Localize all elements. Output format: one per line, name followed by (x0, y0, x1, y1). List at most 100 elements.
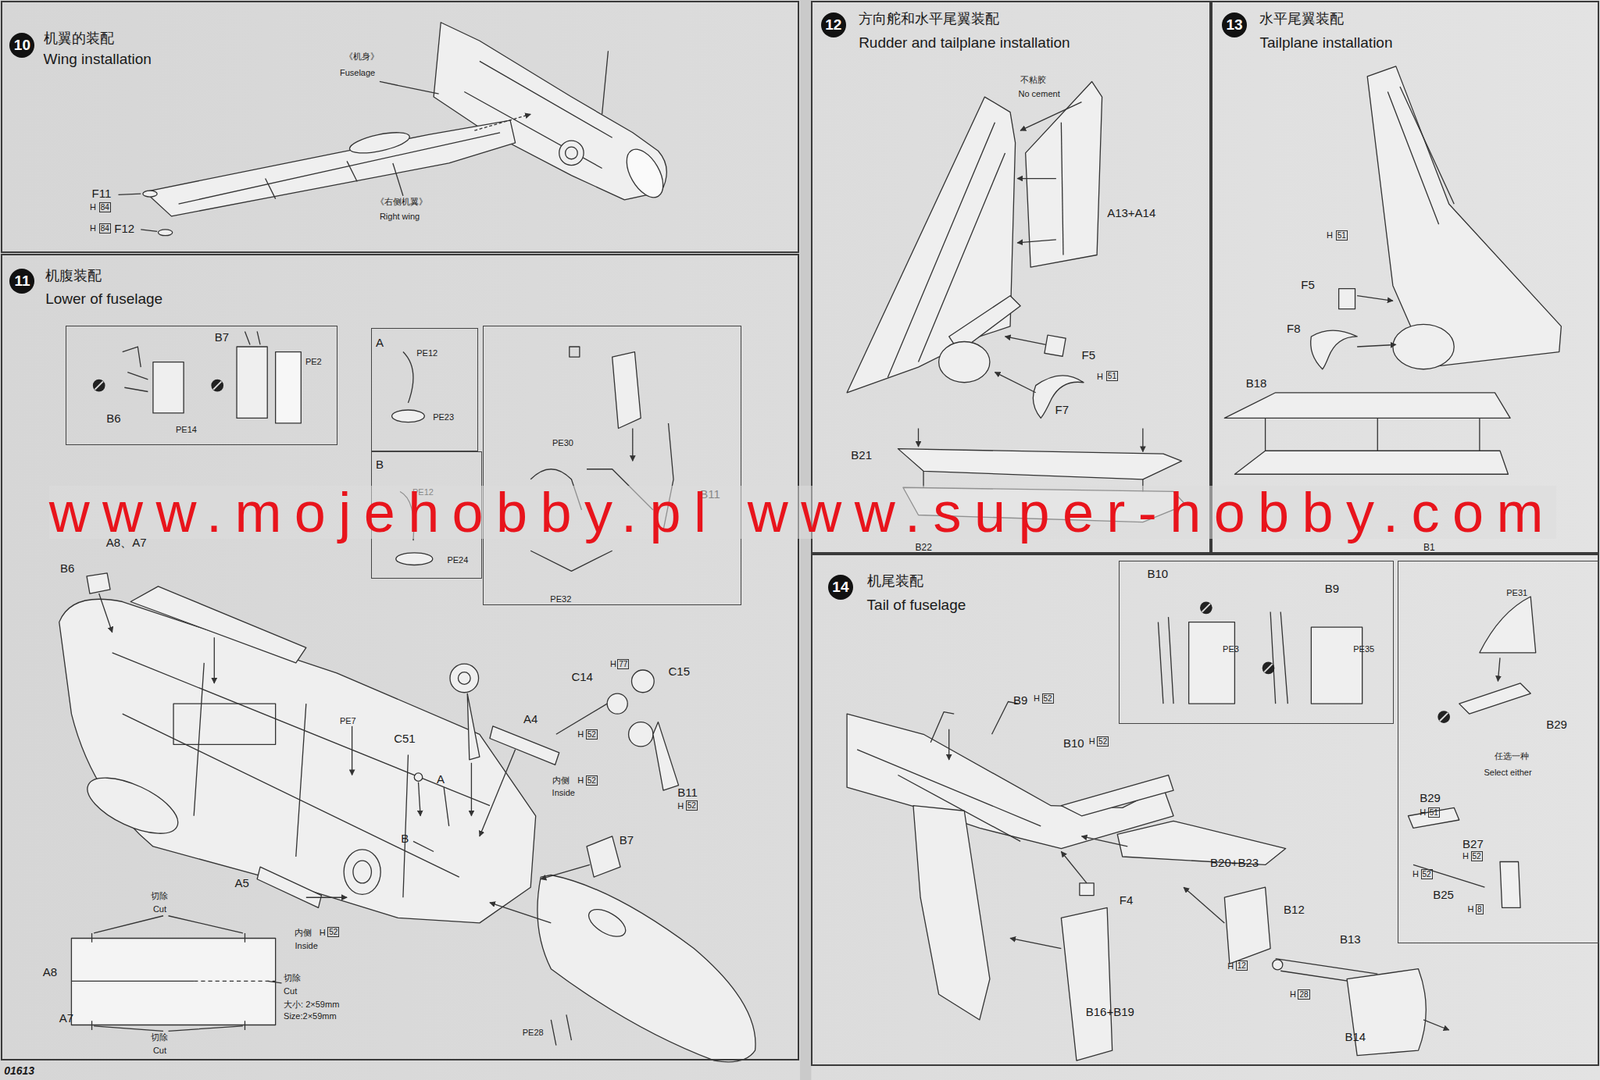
note-label: H (1467, 905, 1475, 915)
part-label: B18 (1246, 377, 1268, 390)
step-title: Tail of fuselage (867, 597, 967, 614)
note-label-zh: 切除 (150, 1033, 168, 1043)
part-label: F12 (114, 222, 135, 236)
part-label: F8 (1286, 322, 1301, 336)
part-label: C51 (393, 732, 416, 746)
line-art (59, 22, 1562, 1063)
note-label: H (1089, 737, 1096, 747)
note-label: Fuselage (339, 68, 375, 79)
paint-code: 51 (1428, 807, 1440, 818)
part-label: B7 (619, 834, 634, 847)
step-panel: 12 方向舵和水平尾翼装配 Rudder and tailplane install… (810, 0, 1211, 554)
paint-code: 8 (1475, 904, 1484, 915)
part-label: A13+A14 (1107, 207, 1156, 220)
step-panel: 14机尾装配Tail of fuselageB10B9PE3PE35PE31B2… (810, 553, 1599, 1067)
part-label: F4 (1119, 894, 1134, 908)
note-label: PE35 (1353, 645, 1375, 655)
step-title: Wing installation (43, 51, 152, 68)
part-label: B1 (1423, 542, 1436, 554)
note-label: H (577, 776, 584, 786)
note-label: No cement (1018, 89, 1061, 100)
page-number: 01613 (3, 1065, 35, 1078)
step-number: 14 (828, 575, 854, 600)
note-label: PE23 (432, 413, 454, 423)
part-label: B7 (214, 331, 229, 344)
note-label: H (1096, 372, 1104, 383)
part-label: B27 (1462, 838, 1484, 851)
note-label: H (577, 730, 584, 740)
step-title: Rudder and tailplane installation (858, 35, 1070, 51)
note-label-zh: 内侧 (552, 776, 570, 786)
part-label: B20+B23 (1210, 857, 1259, 870)
step-title-zh: 机翼的装配 (43, 31, 115, 47)
part-label: B16+B19 (1085, 1006, 1135, 1019)
note-label: Right wing (379, 212, 420, 222)
part-label: B (400, 832, 409, 846)
note-label: PE2 (305, 357, 322, 368)
paint-code: 52 (585, 775, 598, 786)
paint-code: 51 (1106, 371, 1118, 382)
step-title-zh: 机尾装配 (867, 574, 924, 590)
note-label: H (89, 203, 97, 213)
note-label: Inside (552, 789, 575, 799)
paint-code: 52 (1042, 693, 1054, 704)
part-label: A4 (523, 713, 538, 726)
page-fold (800, 0, 811, 1080)
paint-code: 52 (1421, 869, 1433, 880)
step-number: 13 (1221, 12, 1247, 38)
step-number: 11 (9, 268, 35, 294)
note-label: H (1412, 870, 1419, 880)
step-title-zh: 水平尾翼装配 (1259, 11, 1344, 27)
note-label: PE31 (1506, 589, 1528, 599)
part-label: A5 (234, 877, 249, 890)
note-label-zh: 任选一种 (1494, 752, 1529, 762)
note-label: H (1227, 962, 1234, 972)
note-label-zh: 不粘胶 (1020, 75, 1047, 86)
part-label: B29 (1546, 718, 1568, 732)
note-label: 大小: 2×59mm (283, 1000, 340, 1011)
paint-code: 52 (585, 729, 598, 740)
note-label: PE28 (522, 1028, 544, 1039)
detail-inset: PE31B29任选一种Select eitherB29H51B27H52H52B… (1397, 560, 1600, 944)
note-label: H (319, 928, 326, 939)
note-label: PE24 (446, 556, 468, 566)
paint-code: 51 (1335, 230, 1348, 241)
note-label: Cut (153, 1046, 167, 1057)
note-label: H (1419, 808, 1426, 818)
part-label: B29 (1419, 792, 1441, 805)
note-label: Select either (1483, 768, 1532, 779)
part-label: B9 (1013, 694, 1028, 708)
step-number: 10 (9, 32, 35, 58)
part-label: B13 (1339, 933, 1361, 947)
step-title: Tailplane installation (1259, 35, 1393, 51)
note-label: Cut (283, 987, 297, 997)
part-label: B21 (850, 449, 872, 462)
part-label: B11 (677, 786, 698, 800)
note-label: PE12 (416, 349, 438, 359)
note-label-zh: 内侧 (294, 928, 312, 939)
detail-inset: APE12PE23 (371, 328, 479, 452)
paint-code: 84 (99, 202, 111, 213)
paint-code: 52 (1471, 851, 1483, 862)
note-label: H (1289, 990, 1297, 1000)
note-label: H (89, 224, 97, 234)
note-label: PE3 (1222, 645, 1240, 655)
watermark: www.mojehobby.pl www.super-hobby.com (49, 485, 1557, 540)
note-label: PE14 (175, 425, 197, 436)
note-label: PE30 (552, 439, 574, 449)
note-label: Size:2×59mm (283, 1012, 337, 1022)
note-label-zh: 切除 (283, 974, 301, 984)
detail-inset: PE30B11PE32 (482, 325, 741, 606)
note-label-zh: 切除 (150, 892, 168, 902)
note-label: Cut (153, 905, 167, 915)
step-panel: 13 水平尾翼装配 Tailplane installation (1210, 0, 1599, 554)
part-label: F5 (1081, 349, 1096, 362)
part-label: A7 (59, 1012, 74, 1025)
paint-code: 52 (327, 927, 340, 938)
part-label: A8 (42, 966, 58, 979)
paint-code: 52 (685, 800, 698, 811)
step-title: Lower of fuselage (45, 291, 163, 308)
step-title-zh: 方向舵和水平尾翼装配 (858, 11, 1000, 27)
step-number: 12 (821, 12, 847, 38)
